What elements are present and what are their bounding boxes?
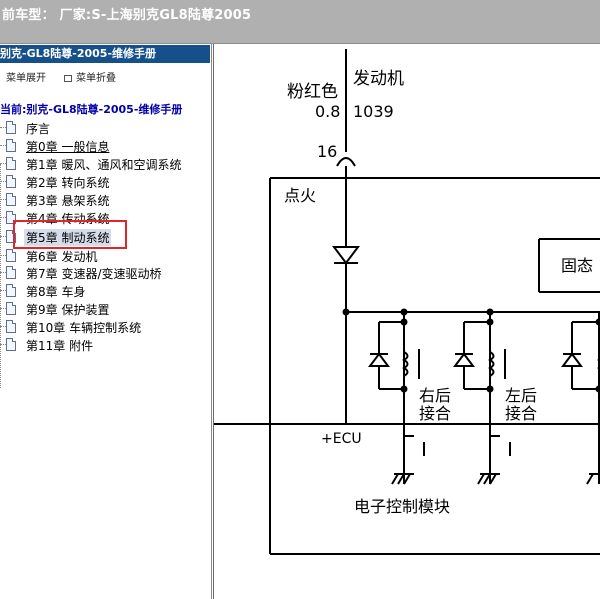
- right-rear-label-1: 右后: [419, 386, 451, 405]
- document-icon: [6, 157, 16, 170]
- tree-connector-line: [0, 164, 1, 388]
- title-bar: 前车型： 厂家:S-上海别克GL8陆尊2005: [0, 0, 600, 44]
- document-icon: [6, 211, 16, 224]
- circuit-number: 1039: [353, 102, 394, 121]
- document-icon: [6, 249, 16, 262]
- tree-item-label: 第3章 悬架系统: [26, 194, 110, 208]
- left-rear-label-2: 接合: [505, 404, 537, 423]
- document-icon: [6, 266, 16, 279]
- tree-root[interactable]: 当前:别克-GL8陆尊-2005-维修手册: [0, 101, 182, 117]
- tree-item-chapter-5[interactable]: 第5章 制动系统: [0, 228, 210, 246]
- tree-item-label: 第6章 发动机: [26, 250, 98, 264]
- document-icon: [6, 175, 16, 188]
- tree-item-label: 第8章 车身: [26, 285, 86, 299]
- document-icon: [6, 338, 16, 351]
- panel-header-title: 别克-GL8陆尊-2005-维修手册: [0, 47, 157, 60]
- expand-menu-label: 菜单展开: [6, 73, 46, 84]
- collapse-menu-label: 菜单折叠: [76, 73, 116, 84]
- selection-highlight-box: [13, 220, 127, 249]
- tree-item-chapter-4[interactable]: 第4章 传动系统: [0, 209, 210, 226]
- tree-item-label: 第0章 一般信息: [26, 140, 110, 154]
- document-icon: [6, 139, 16, 152]
- circuit-label: 发动机: [353, 69, 404, 89]
- document-icon: [6, 121, 16, 134]
- tree-item-chapter-10[interactable]: 第10章 车辆控制系统: [0, 318, 210, 335]
- tree-toolbar: 菜单展开 菜单折叠: [0, 66, 210, 86]
- window-title: 前车型： 厂家:S-上海别克GL8陆尊2005: [2, 8, 252, 23]
- document-icon: [6, 302, 16, 315]
- wiring-diagram-panel: 粉红色 发动机 0.8 1039 16 点火 固态 右后 接合 左后 接合 +E…: [213, 44, 600, 599]
- tree-item-label: 第1章 暖风、通风和空调系统: [26, 158, 182, 172]
- document-icon: [6, 284, 16, 297]
- ecu-label: +ECU: [321, 431, 362, 447]
- tree-item-label: 第5章 制动系统: [24, 229, 112, 246]
- tree-item-chapter-3[interactable]: 第3章 悬架系统: [0, 191, 210, 208]
- left-nav-panel: 别克-GL8陆尊-2005-维修手册 菜单展开 菜单折叠 当前:别克-GL8陆尊…: [0, 44, 212, 599]
- tree-item-chapter-6[interactable]: 第6章 发动机: [0, 247, 210, 264]
- tree-item-label: 序言: [26, 122, 51, 136]
- document-icon: [6, 193, 16, 206]
- tree-item-chapter-2[interactable]: 第2章 转向系统: [0, 173, 210, 190]
- tree-item-label: 第11章 附件: [26, 339, 94, 353]
- wire-size: 0.8: [315, 102, 340, 121]
- pin-number: 16: [317, 142, 337, 161]
- module-label: 电子控制模块: [354, 497, 450, 516]
- left-rear-label-1: 左后: [505, 386, 537, 405]
- tree-item-preface[interactable]: 序言: [0, 119, 210, 136]
- tree-item-chapter-8[interactable]: 第8章 车身: [0, 282, 210, 299]
- panel-header: 别克-GL8陆尊-2005-维修手册: [0, 45, 210, 63]
- tree-item-chapter-11[interactable]: 第11章 附件: [0, 336, 210, 353]
- collapse-icon: [64, 74, 72, 82]
- tree-item-label: 第9章 保护装置: [26, 303, 110, 317]
- right-rear-label-2: 接合: [419, 404, 451, 423]
- tree-item-label: 第4章 传动系统: [26, 212, 110, 226]
- ignition-label: 点火: [284, 186, 316, 205]
- tree-item-label: 第2章 转向系统: [26, 176, 110, 190]
- tree-item-label: 第7章 变速器/变速驱动桥: [26, 267, 162, 281]
- tree-item-chapter-0[interactable]: 第0章 一般信息: [0, 137, 210, 154]
- wiring-diagram: 粉红色 发动机 0.8 1039 16 点火 固态 右后 接合 左后 接合 +E…: [214, 49, 600, 555]
- tree-item-label: 第10章 车辆控制系统: [26, 321, 142, 335]
- tree-root-label: 当前:别克-GL8陆尊-2005-维修手册: [0, 103, 183, 116]
- collapse-menu-button[interactable]: 菜单折叠: [64, 69, 116, 84]
- document-icon: [6, 320, 16, 333]
- tree-item-chapter-1[interactable]: 第1章 暖风、通风和空调系统: [0, 155, 210, 172]
- wire-color-label: 粉红色: [287, 82, 338, 102]
- solid-state-label: 固态: [561, 256, 593, 275]
- tree-item-chapter-7[interactable]: 第7章 变速器/变速驱动桥: [0, 264, 210, 281]
- tree-item-chapter-9[interactable]: 第9章 保护装置: [0, 300, 210, 317]
- diode-icon: [332, 246, 360, 265]
- expand-menu-button[interactable]: 菜单展开: [6, 69, 46, 84]
